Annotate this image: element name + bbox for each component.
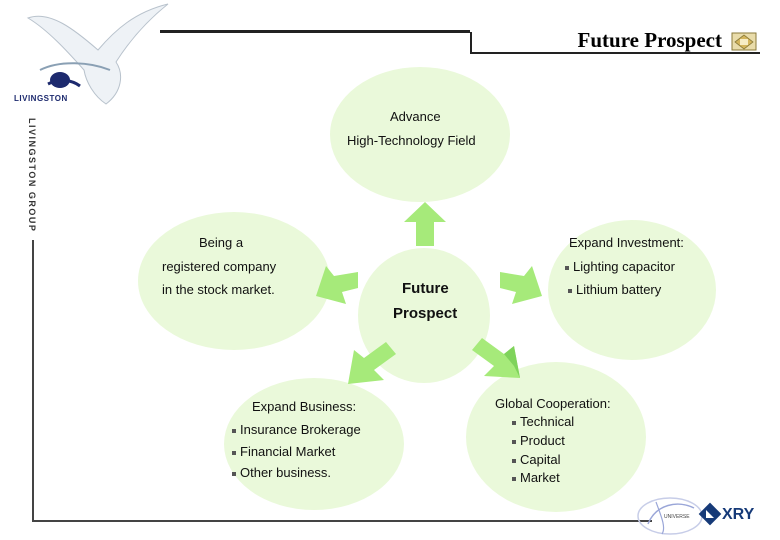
bottom-left-item-1: Insurance Brokerage — [232, 422, 361, 437]
right-item-1-label: Lighting capacitor — [573, 259, 675, 274]
top-line-2: High-Technology Field — [347, 133, 476, 148]
arrow-down-right-icon — [472, 338, 520, 378]
bubble-bottom-right — [466, 362, 646, 512]
bubble-right — [548, 220, 716, 360]
bullet-icon — [232, 428, 236, 433]
top-line-1: Advance — [390, 109, 441, 124]
bottom-right-item-3-label: Capital — [520, 452, 561, 467]
bottom-right-item-1-label: Technical — [520, 414, 575, 429]
bottom-right-item-4-label: Market — [520, 470, 560, 485]
arrow-down-left-icon — [348, 342, 396, 384]
bottom-left-item-3: Other business. — [232, 465, 331, 480]
left-line-3: in the stock market. — [162, 282, 275, 297]
center-line-2: Prospect — [393, 305, 458, 322]
bullet-icon — [512, 476, 516, 481]
right-item-2-label: Lithium battery — [576, 282, 662, 297]
bottom-right-item-2: Product — [512, 433, 565, 448]
bullet-icon — [512, 458, 516, 463]
right-item-2: Lithium battery — [568, 282, 661, 297]
arrow-left-icon — [316, 266, 358, 304]
bottom-right-item-4: Market — [512, 470, 560, 485]
book-icon — [731, 32, 757, 51]
bottom-right-heading: Global Cooperation: — [495, 396, 611, 411]
page-title: Future Prospect — [577, 28, 722, 52]
universe-xry-logo-icon — [637, 497, 722, 535]
left-line-2: registered company — [162, 259, 277, 274]
bullet-icon — [232, 450, 236, 455]
left-line-1: Being a — [199, 235, 244, 250]
vertical-brand-label: LIVINGSTON GROUP — [27, 118, 37, 233]
bottom-right-item-3: Capital — [512, 452, 560, 467]
bullet-icon — [232, 471, 236, 476]
right-heading: Expand Investment: — [569, 235, 684, 250]
bullet-icon — [565, 265, 569, 270]
bubble-bottom-left — [224, 378, 404, 510]
left-border-rule — [32, 240, 34, 520]
bottom-left-heading: Expand Business: — [252, 399, 357, 414]
seabird-logo-icon — [26, 3, 169, 105]
right-item-1: Lighting capacitor — [565, 259, 675, 274]
bottom-left-item-3-label: Other business. — [240, 465, 332, 480]
header-rule-connector — [470, 32, 472, 52]
bottom-right-item-2-label: Product — [520, 433, 565, 448]
header-rule-top — [160, 30, 470, 33]
bottom-left-item-2: Financial Market — [232, 444, 335, 459]
center-line-1: Future — [402, 280, 449, 297]
bullet-icon — [512, 439, 516, 444]
arrow-up-icon — [404, 202, 446, 246]
bullet-icon — [512, 420, 516, 425]
bottom-right-item-1: Technical — [512, 414, 574, 429]
bottom-left-item-2-label: Financial Market — [240, 444, 336, 459]
bubble-left — [138, 212, 330, 350]
xry-brand-text: XRY — [722, 506, 755, 523]
header-rule-title — [470, 52, 760, 54]
company-logo-text: LIVINGSTON — [14, 94, 68, 103]
bullet-icon — [568, 288, 572, 293]
universe-logo-text: UNIVERSE — [664, 514, 690, 520]
bottom-border-rule — [32, 520, 652, 522]
arrow-right-icon — [500, 266, 542, 304]
bottom-left-item-1-label: Insurance Brokerage — [240, 422, 361, 437]
bubble-top — [330, 67, 510, 202]
